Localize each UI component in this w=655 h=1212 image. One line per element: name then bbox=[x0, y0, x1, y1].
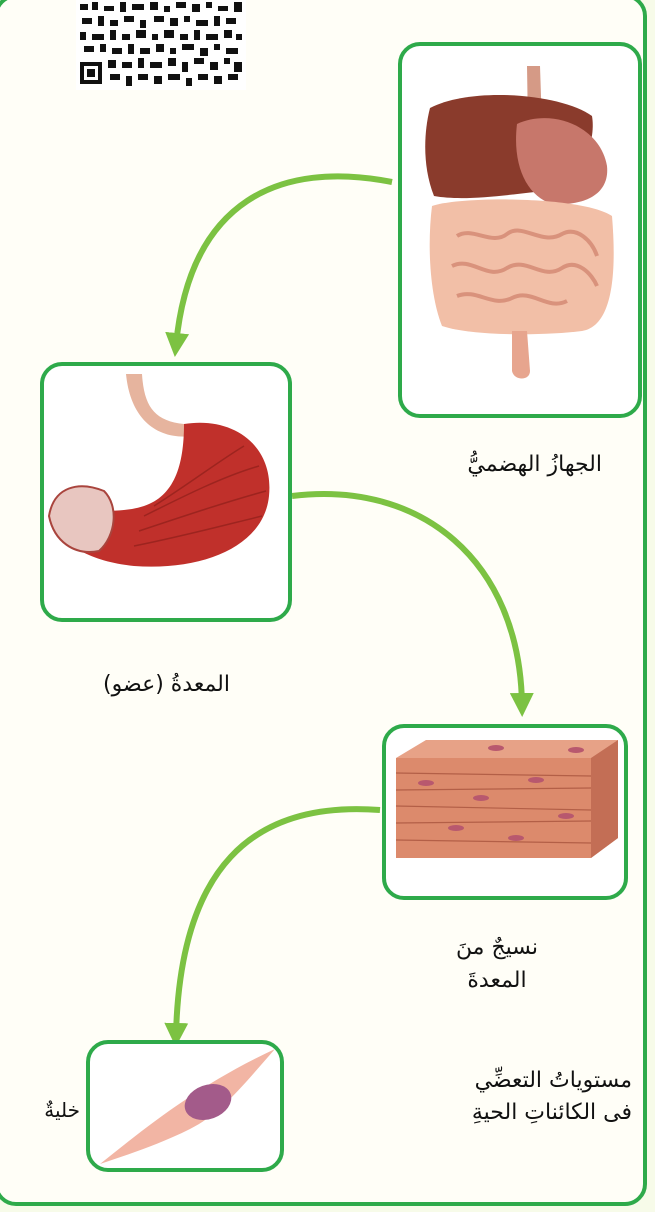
label-stomach: المعدةُ (عضو) bbox=[60, 672, 230, 697]
caption-line2: فى الكائناتِ الحيةِ bbox=[400, 1100, 632, 1125]
digestive-system-card bbox=[398, 42, 642, 418]
label-digestive-system: الجهازُ الهضميُّ bbox=[440, 452, 602, 477]
arrow-system-to-organ bbox=[176, 176, 392, 345]
stomach-illustration bbox=[44, 366, 288, 618]
label-tissue-line2: المعدةَ bbox=[420, 968, 574, 993]
digestive-system-illustration bbox=[402, 46, 638, 414]
cell-illustration bbox=[90, 1044, 280, 1168]
cell-card bbox=[86, 1040, 284, 1172]
label-tissue-line1: نسيجٌ منَ bbox=[420, 935, 574, 960]
arrow-organ-to-tissue bbox=[292, 494, 522, 705]
tissue-card bbox=[382, 724, 628, 900]
arrow-tissue-to-cell bbox=[176, 809, 380, 1035]
muscle-tissue-illustration bbox=[386, 728, 624, 896]
caption-line1: مستوياتُ التعضِّي bbox=[400, 1068, 632, 1093]
label-cell: خليةٌ bbox=[0, 1098, 80, 1122]
stomach-card bbox=[40, 362, 292, 622]
